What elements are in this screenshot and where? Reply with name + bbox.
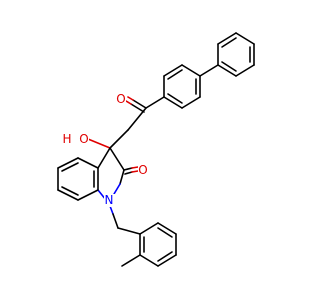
ketone-bond-carbon-double bbox=[130, 103, 145, 113]
n-benzyl-bond bbox=[109, 205, 114, 215]
bond-inner bbox=[221, 61, 237, 72]
bond-inner bbox=[167, 69, 183, 80]
bond-inner bbox=[167, 93, 183, 104]
bond bbox=[57, 189, 79, 201]
atom-hydroxyl-o: O bbox=[79, 132, 89, 146]
bond-inner bbox=[61, 186, 79, 196]
hydroxyl-oxygen-label: O bbox=[79, 132, 88, 146]
fused-benzene-ring bbox=[57, 157, 99, 201]
bond bbox=[109, 147, 125, 171]
bond-inner bbox=[157, 227, 173, 238]
bond bbox=[77, 189, 99, 201]
aryl-carbonyl-bond bbox=[145, 96, 165, 109]
lactam-ring bbox=[97, 147, 125, 201]
bond bbox=[181, 64, 201, 77]
atom-ketone-o: O bbox=[116, 92, 126, 106]
bond bbox=[57, 157, 79, 169]
methyl-bond bbox=[121, 254, 141, 267]
terminal-phenyl-ring bbox=[217, 32, 255, 77]
c3-hydroxyl-bond bbox=[87, 138, 111, 149]
carbonyl-methylene-bond bbox=[127, 107, 147, 131]
bond bbox=[163, 64, 183, 77]
bond bbox=[97, 147, 111, 169]
ketone-bond-carbon bbox=[132, 99, 147, 109]
bond bbox=[77, 157, 99, 169]
methylene-c3-bond bbox=[109, 129, 129, 149]
atom-hydroxyl-h: H bbox=[62, 132, 72, 146]
bond-inner bbox=[157, 251, 173, 262]
lactam-co-bond bbox=[123, 167, 133, 171]
bond bbox=[139, 254, 159, 267]
bond bbox=[119, 169, 125, 185]
ketone-bond-oxygen-double bbox=[125, 100, 132, 105]
lactam-co-oxygen-double bbox=[131, 170, 139, 173]
bond-inner bbox=[61, 162, 79, 172]
lactam-oxygen-label: O bbox=[138, 163, 147, 177]
ketone-bond-oxygen bbox=[127, 96, 134, 101]
lactam-co-oxygen bbox=[131, 166, 139, 169]
bond bbox=[163, 96, 183, 109]
bond bbox=[217, 64, 237, 77]
ketone-oxygen-label: O bbox=[116, 92, 125, 106]
bond-inner bbox=[221, 37, 237, 48]
molecule-structure: O H O O N bbox=[57, 32, 255, 267]
ring-nitrogen-label: N bbox=[105, 193, 114, 207]
hydroxyl-hydrogen-label: H bbox=[62, 132, 71, 146]
biaryl-bond bbox=[199, 64, 219, 77]
bond bbox=[235, 32, 255, 45]
atom-lactam-o: O bbox=[138, 163, 148, 177]
bond bbox=[235, 64, 255, 77]
bond bbox=[181, 96, 201, 109]
benzyl-aryl-bond bbox=[117, 227, 141, 235]
atom-ring-n: N bbox=[104, 193, 115, 207]
bond bbox=[157, 222, 177, 235]
bond bbox=[217, 32, 237, 45]
bond bbox=[157, 254, 177, 267]
lactam-co-bond-double bbox=[124, 171, 133, 175]
tolyl-ring bbox=[139, 222, 177, 267]
inner-phenyl-ring bbox=[163, 64, 201, 109]
n-benzyl-bond-carbon bbox=[112, 213, 119, 229]
bond bbox=[139, 222, 159, 235]
bond bbox=[113, 183, 121, 195]
